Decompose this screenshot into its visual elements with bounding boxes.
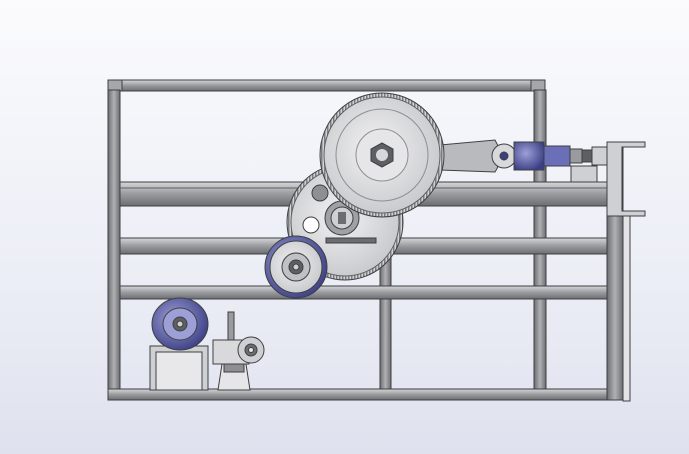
- motor-pulley: [149, 297, 209, 391]
- side-bracket: [606, 141, 646, 217]
- frame-left-post: [107, 89, 121, 399]
- frame-lower-beam: [119, 285, 609, 300]
- frame-top-rail: [107, 79, 546, 92]
- frame-bottom-rail: [107, 388, 624, 401]
- large-gear: [319, 92, 445, 218]
- belt-tensioner: [212, 311, 265, 391]
- lower-pulley: [264, 235, 328, 299]
- slider-support: [570, 165, 598, 183]
- gear-bracket-plate: [325, 237, 377, 244]
- slider-block: [491, 141, 608, 183]
